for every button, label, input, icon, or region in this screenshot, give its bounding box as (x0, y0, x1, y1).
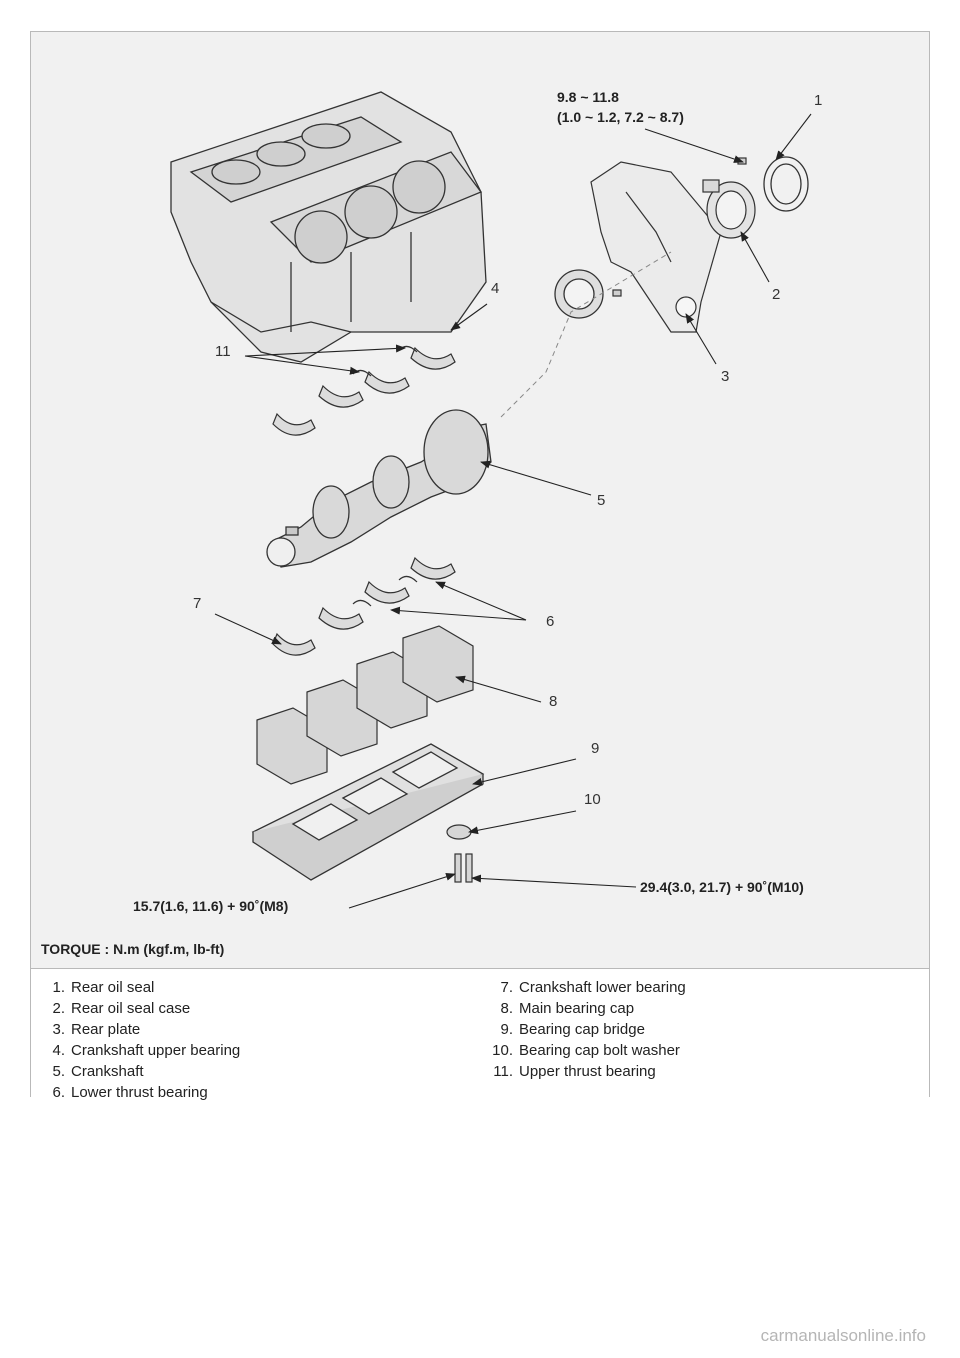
legend-item: 4.Crankshaft upper bearing (52, 1042, 241, 1059)
m10-bolt-torque: 29.4(3.0, 21.7) + 90˚(M10) (640, 879, 804, 895)
crankshaft (266, 409, 492, 568)
legend-item: 9.Bearing cap bridge (500, 1021, 645, 1038)
assembly-axis-line (500, 251, 672, 418)
legend-column-left: 1.Rear oil seal 2.Rear oil seal case 3.R… (41, 977, 240, 1103)
legend-item: 1.Rear oil seal (52, 979, 155, 996)
exploded-view-drawing (170, 91, 812, 909)
torque-unit-note: TORQUE : N.m (kgf.m, lb-ft) (41, 941, 225, 957)
callout-10: 10 (584, 791, 601, 808)
rear-oil-seal-case (702, 179, 756, 239)
main-bearing-caps (256, 625, 474, 785)
lower-thrust-bearing-flanges (352, 575, 418, 607)
reluctor-wheel (554, 269, 604, 319)
watermark: carmanualsonline.info (760, 1326, 926, 1345)
diagram-frame: 1 2 3 4 5 6 7 8 9 10 11 9.8 ~ 11.8 (1.0 … (30, 31, 930, 1101)
rear-bolt-torque-line2: (1.0 ~ 1.2, 7.2 ~ 8.7) (557, 109, 684, 125)
legend-item: 7.Crankshaft lower bearing (500, 979, 686, 996)
legend-item: 10.Bearing cap bolt washer (492, 1042, 680, 1059)
upper-thrust-bearing-flanges (352, 345, 418, 377)
exploded-view-figure: 1 2 3 4 5 6 7 8 9 10 11 9.8 ~ 11.8 (1.0 … (31, 32, 929, 969)
crankshaft-upper-bearings (272, 346, 456, 436)
engine-block (170, 91, 487, 363)
rear-oil-seal (763, 156, 809, 212)
bearing-cap-bridge (251, 743, 485, 881)
rear-bolt-torque-line1: 9.8 ~ 11.8 (557, 89, 619, 105)
callout-4: 4 (491, 280, 500, 297)
bearing-cap-bolt-washer (446, 824, 472, 840)
callout-3: 3 (721, 368, 730, 385)
callout-2: 2 (772, 286, 781, 303)
bearing-cap-bolts (454, 853, 473, 883)
legend-item: 11.Upper thrust bearing (493, 1063, 656, 1080)
crankshaft-lower-bearings (272, 556, 456, 656)
callout-5: 5 (597, 492, 606, 509)
legend-item: 6.Lower thrust bearing (52, 1084, 208, 1101)
callout-1: 1 (814, 92, 823, 109)
leader-lines (214, 113, 812, 909)
legend-column-right: 7.Crankshaft lower bearing 8.Main bearin… (489, 977, 686, 1082)
legend-item: 8.Main bearing cap (500, 1000, 635, 1017)
legend-item: 3.Rear plate (52, 1021, 141, 1038)
callout-11: 11 (215, 343, 231, 360)
callout-7: 7 (193, 595, 202, 612)
legend-item: 5.Crankshaft (52, 1063, 144, 1080)
legend-item: 2.Rear oil seal case (52, 1000, 191, 1017)
parts-legend: 1.Rear oil seal 2.Rear oil seal case 3.R… (31, 969, 929, 1101)
rear-plate (590, 161, 722, 333)
callout-6: 6 (546, 613, 555, 630)
callout-9: 9 (591, 740, 600, 757)
m8-bolt-torque: 15.7(1.6, 11.6) + 90˚(M8) (133, 898, 289, 914)
callout-8: 8 (549, 693, 558, 710)
